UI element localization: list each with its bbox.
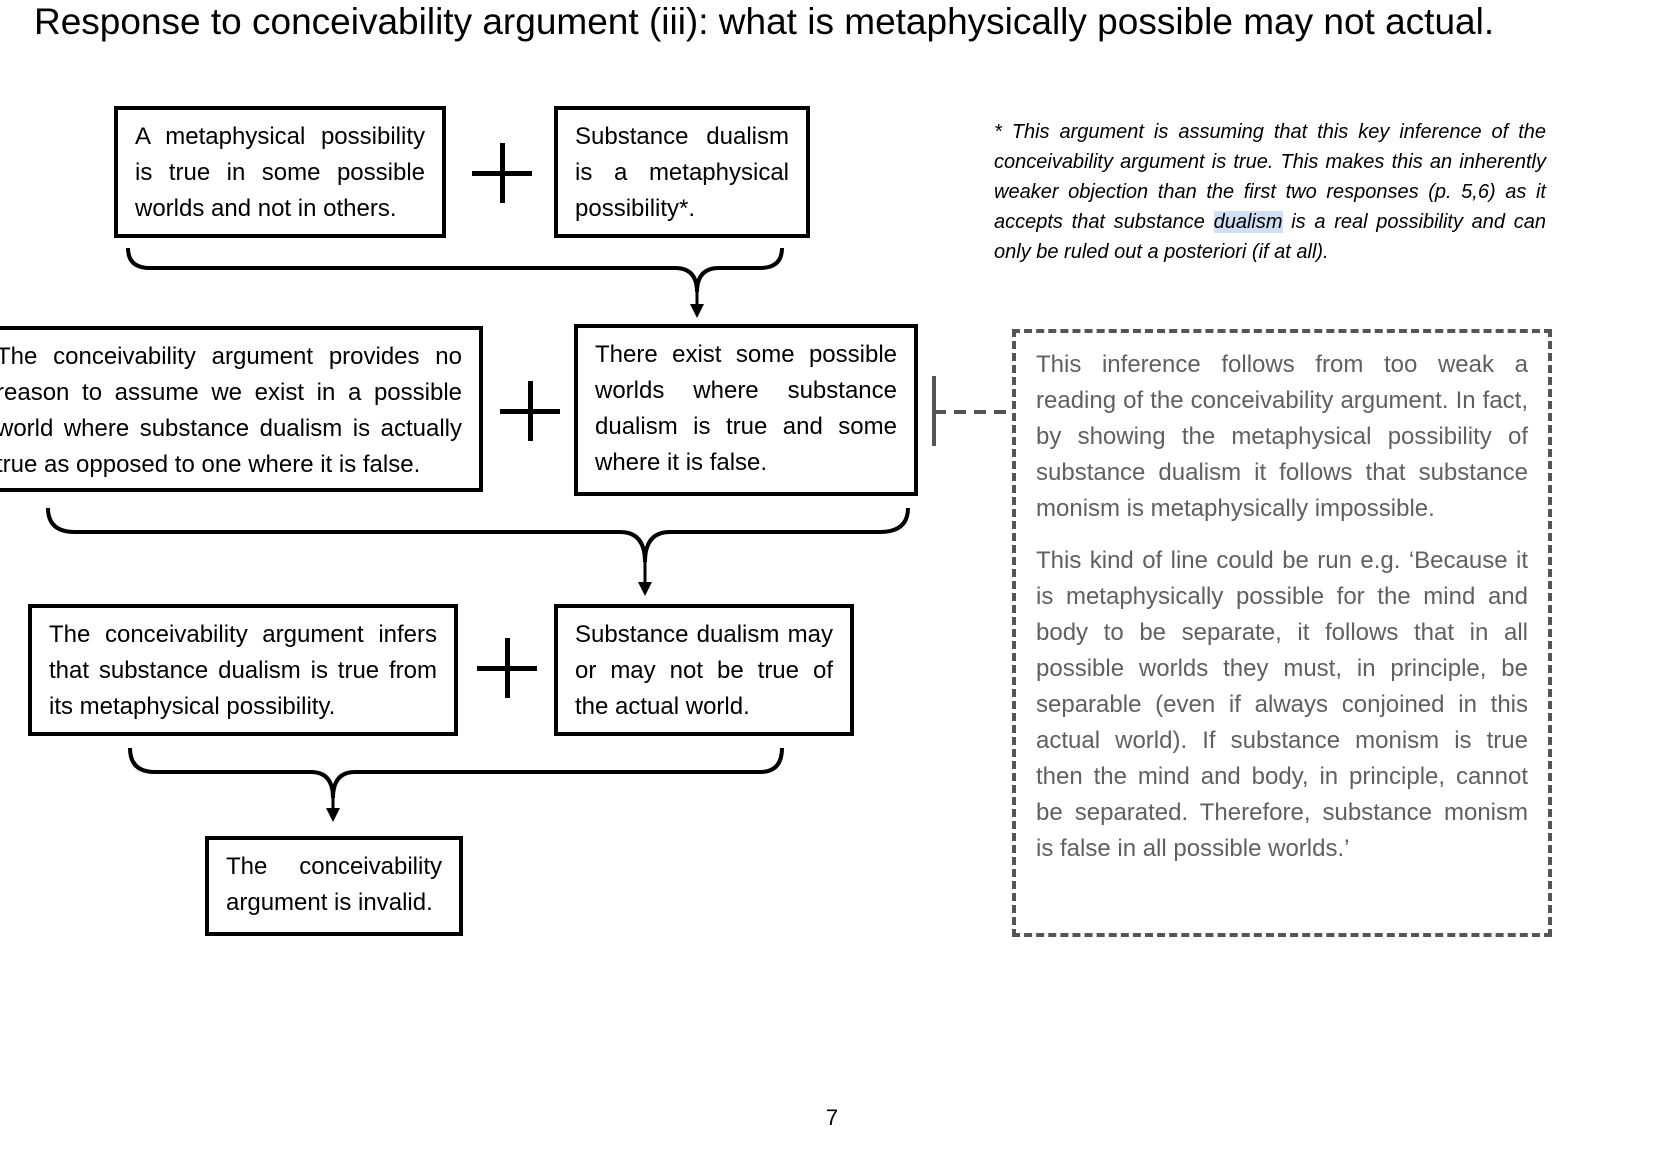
intermediate-may-not-text: Substance dualism may or may not be true…: [575, 621, 833, 720]
objection-paragraph-2: This kind of line could be run e.g. ‘Bec…: [1036, 547, 1528, 862]
brace-row2: [46, 507, 910, 563]
premise-infers-box: The conceivability argument infers that …: [28, 604, 458, 736]
premise-dualism-possibility-box: Substance dualism is a metaphysical poss…: [554, 106, 810, 238]
conclusion-box: The conceivability argument is invalid.: [205, 836, 463, 936]
premise-metaphysical-possibility-text: A metaphysical possibility is true in so…: [135, 123, 425, 222]
brace-row1: [126, 247, 784, 293]
page-number: 7: [825, 1105, 839, 1130]
assumption-note: * This argument is assuming that this ke…: [994, 117, 1546, 267]
plus-sign: [477, 638, 537, 698]
premise-no-reason-text: The conceivability argument provides no …: [0, 343, 462, 478]
page-title: Response to conceivability argument (iii…: [34, 1, 1495, 42]
intermediate-possible-worlds-text: There exist some possible worlds where s…: [595, 341, 897, 476]
highlighted-word: dualism: [1213, 211, 1283, 233]
premise-dualism-possibility-text: Substance dualism is a metaphysical poss…: [575, 123, 789, 222]
plus-sign: [500, 381, 560, 441]
arrow-head-2: [638, 582, 652, 596]
plus-sign: [472, 143, 532, 203]
intermediate-possible-worlds-box: There exist some possible worlds where s…: [574, 324, 918, 496]
assumption-note-part1: * This argument is assuming that this ke…: [994, 121, 1546, 233]
arrow-head-1: [690, 304, 704, 318]
objection-paragraph-1: This inference follows from too weak a r…: [1036, 351, 1528, 522]
premise-infers-text: The conceivability argument infers that …: [49, 621, 437, 720]
conclusion-text: The conceivability argument is invalid.: [226, 853, 442, 916]
assumption-note-part2: is a real possibility and can only be ru…: [994, 211, 1546, 263]
premise-metaphysical-possibility-box: A metaphysical possibility is true in so…: [114, 106, 446, 238]
arrow-head-3: [326, 808, 340, 822]
objection-box: This inference follows from too weak a r…: [1012, 329, 1552, 937]
premise-no-reason-box: The conceivability argument provides no …: [0, 326, 483, 492]
brace-row3: [128, 747, 784, 799]
intermediate-may-not-box: Substance dualism may or may not be true…: [554, 604, 854, 736]
